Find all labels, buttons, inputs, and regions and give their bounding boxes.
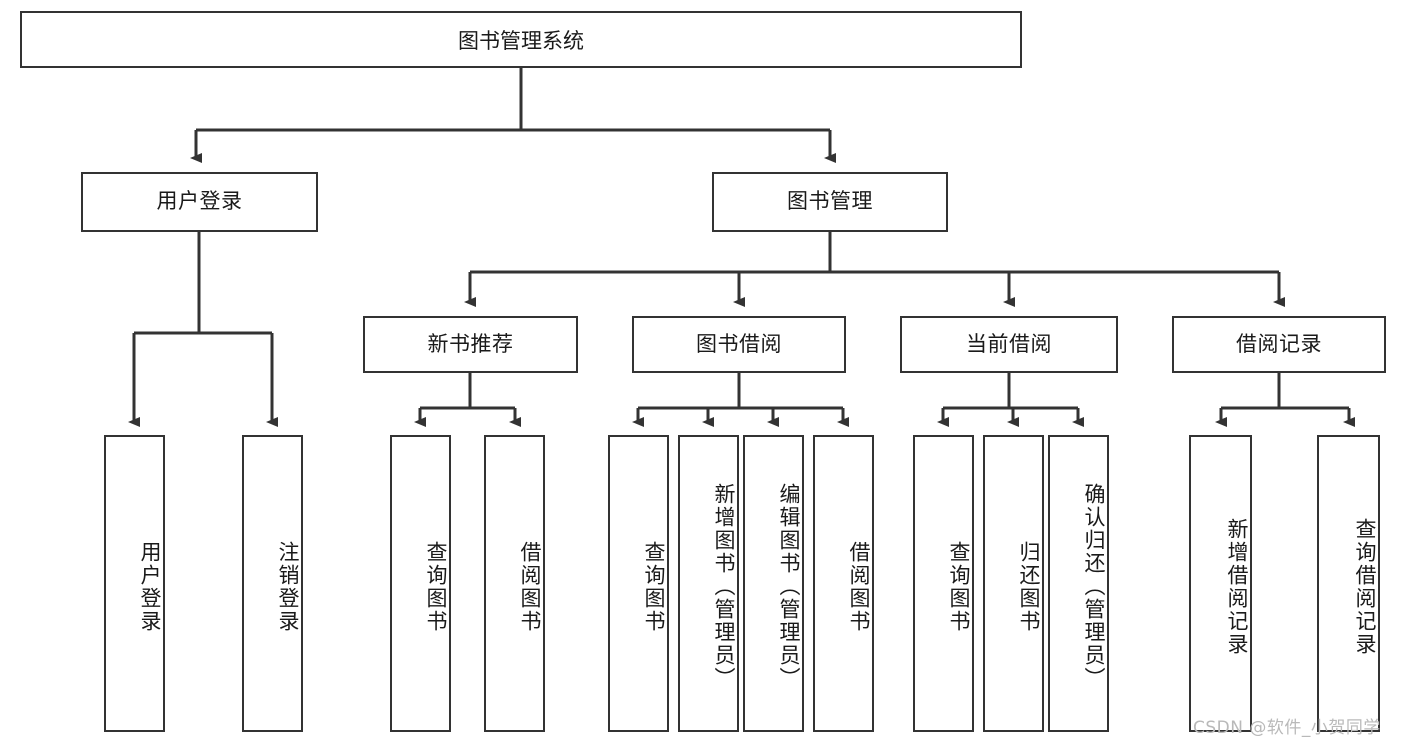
leaf-current-confirm-return-admin[interactable]: 确认归还（管理员） [1048,435,1109,732]
leaf-record-add-record[interactable]: 新增借阅记录 [1189,435,1252,732]
node-book-borrow[interactable]: 图书借阅 [632,316,846,373]
leaf-recommend-query-book[interactable]: 查询图书 [390,435,451,732]
leaf-borrow-borrow-book[interactable]: 借阅图书 [813,435,874,732]
leaf-borrow-add-book-admin[interactable]: 新增图书（管理员） [678,435,739,732]
node-borrow-record[interactable]: 借阅记录 [1172,316,1386,373]
node-root-system[interactable]: 图书管理系统 [20,11,1022,68]
csdn-watermark: CSDN @软件_小贺同学 [1193,718,1381,738]
leaf-user-login-logout[interactable]: 注销登录 [242,435,303,732]
leaf-record-query-record[interactable]: 查询借阅记录 [1317,435,1380,732]
leaf-current-query-book[interactable]: 查询图书 [913,435,974,732]
node-new-book-recommend[interactable]: 新书推荐 [363,316,578,373]
leaf-current-return-book[interactable]: 归还图书 [983,435,1044,732]
node-book-management[interactable]: 图书管理 [712,172,948,232]
node-user-login[interactable]: 用户登录 [81,172,318,232]
node-current-borrow[interactable]: 当前借阅 [900,316,1118,373]
leaf-user-login-login[interactable]: 用户登录 [104,435,165,732]
leaf-recommend-borrow-book[interactable]: 借阅图书 [484,435,545,732]
leaf-borrow-query-book[interactable]: 查询图书 [608,435,669,732]
leaf-borrow-edit-book-admin[interactable]: 编辑图书（管理员） [743,435,804,732]
